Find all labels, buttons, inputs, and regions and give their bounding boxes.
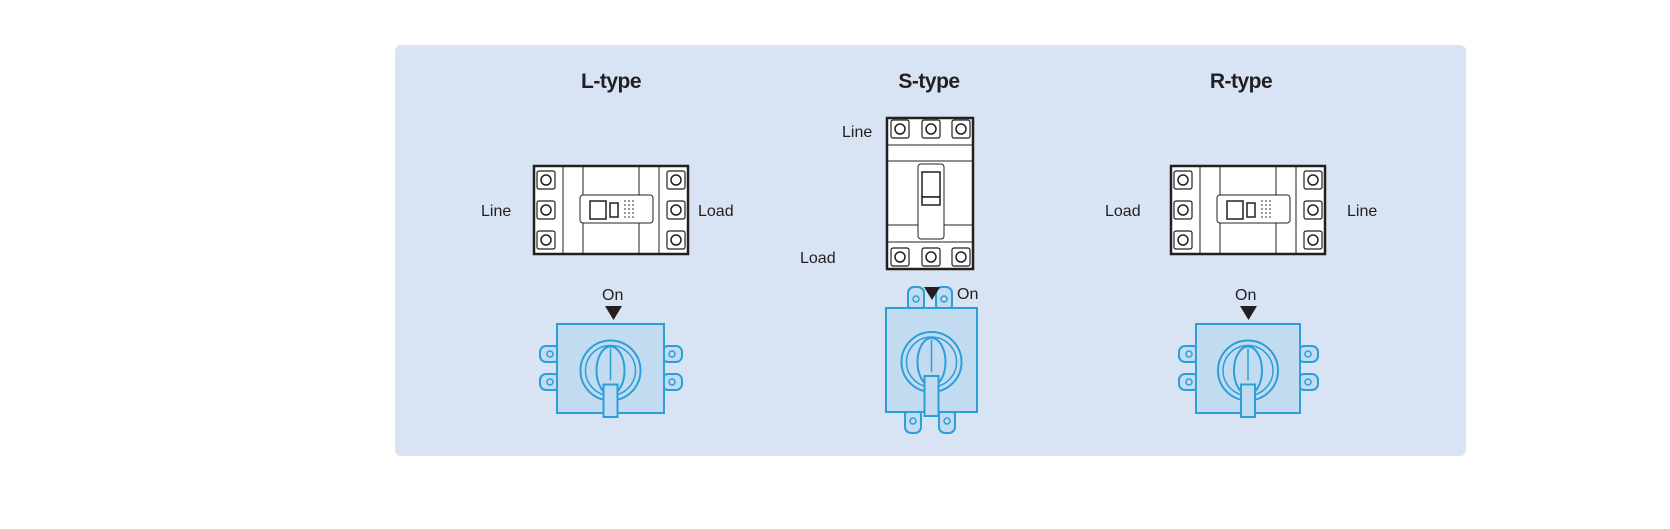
terminal-screw-icon [1307,234,1319,246]
s-type-line-label: Line [842,124,873,141]
knob-grip [923,375,940,417]
mounting-hole-icon [1304,378,1312,386]
terminal [666,230,686,250]
mounting-hole-icon [943,417,951,425]
l-type-on-label: On [602,287,624,304]
terminal [536,170,556,190]
l-type-title: L-type [581,70,642,93]
l-type-breaker [532,164,690,256]
r-type-handle [1178,323,1319,418]
terminal-screw-icon [540,204,552,216]
s-type-breaker [885,116,975,271]
terminal [1303,200,1323,220]
terminal [1303,170,1323,190]
terminal-screw-icon [894,251,906,263]
l-type-on-arrow-icon [605,306,622,320]
terminal-screw-icon [955,251,967,263]
terminal [951,247,971,267]
terminal-screw-icon [670,234,682,246]
r-type-load-label: Load [1105,203,1141,220]
s-type-load-label: Load [800,250,836,267]
s-type-handle [885,286,978,434]
terminal-screw-icon [540,234,552,246]
l-type-handle [539,323,683,418]
r-type-on-label: On [1235,287,1257,304]
mounting-hole-icon [912,295,920,303]
terminal-screw-icon [1307,204,1319,216]
terminal [1173,200,1193,220]
terminal [921,119,941,139]
mounting-hole-icon [546,350,554,358]
s-type-on-arrow-icon [924,287,940,300]
mounting-hole-icon [1185,378,1193,386]
s-type-title: S-type [898,70,960,93]
on-indicator [921,196,941,206]
l-type-line-label: Line [481,203,512,220]
mounting-hole-icon [1304,350,1312,358]
terminal [890,247,910,267]
toggle-lever [1226,200,1244,220]
toggle-lever [921,171,941,198]
mounting-hole-icon [546,378,554,386]
r-type-on-arrow-icon [1240,306,1257,320]
terminal-screw-icon [540,174,552,186]
terminal-screw-icon [1177,204,1189,216]
terminal [1173,230,1193,250]
terminal-screw-icon [955,123,967,135]
terminal [951,119,971,139]
terminal-screw-icon [1177,234,1189,246]
terminal [536,230,556,250]
terminal [666,200,686,220]
r-type-breaker [1169,164,1327,256]
r-type-title: R-type [1209,70,1273,93]
terminal-screw-icon [1307,174,1319,186]
s-type-on-label: On [957,286,979,303]
terminal [666,170,686,190]
on-indicator [1246,202,1256,218]
on-indicator [609,202,619,218]
terminal [921,247,941,267]
terminal [536,200,556,220]
terminal-screw-icon [670,204,682,216]
terminal-screw-icon [925,123,937,135]
mounting-hole-icon [1185,350,1193,358]
l-type-load-label: Load [698,203,734,220]
r-type-line-label: Line [1347,203,1378,220]
mounting-hole-icon [940,295,948,303]
knob-grip [602,383,619,418]
terminal [890,119,910,139]
terminal [1173,170,1193,190]
terminal-screw-icon [1177,174,1189,186]
mounting-hole-icon [668,378,676,386]
knob-grip [1240,383,1256,418]
mounting-hole-icon [668,350,676,358]
terminal-screw-icon [670,174,682,186]
toggle-lever [589,200,607,220]
terminal-screw-icon [925,251,937,263]
mounting-hole-icon [909,417,917,425]
terminal [1303,230,1323,250]
terminal-screw-icon [894,123,906,135]
